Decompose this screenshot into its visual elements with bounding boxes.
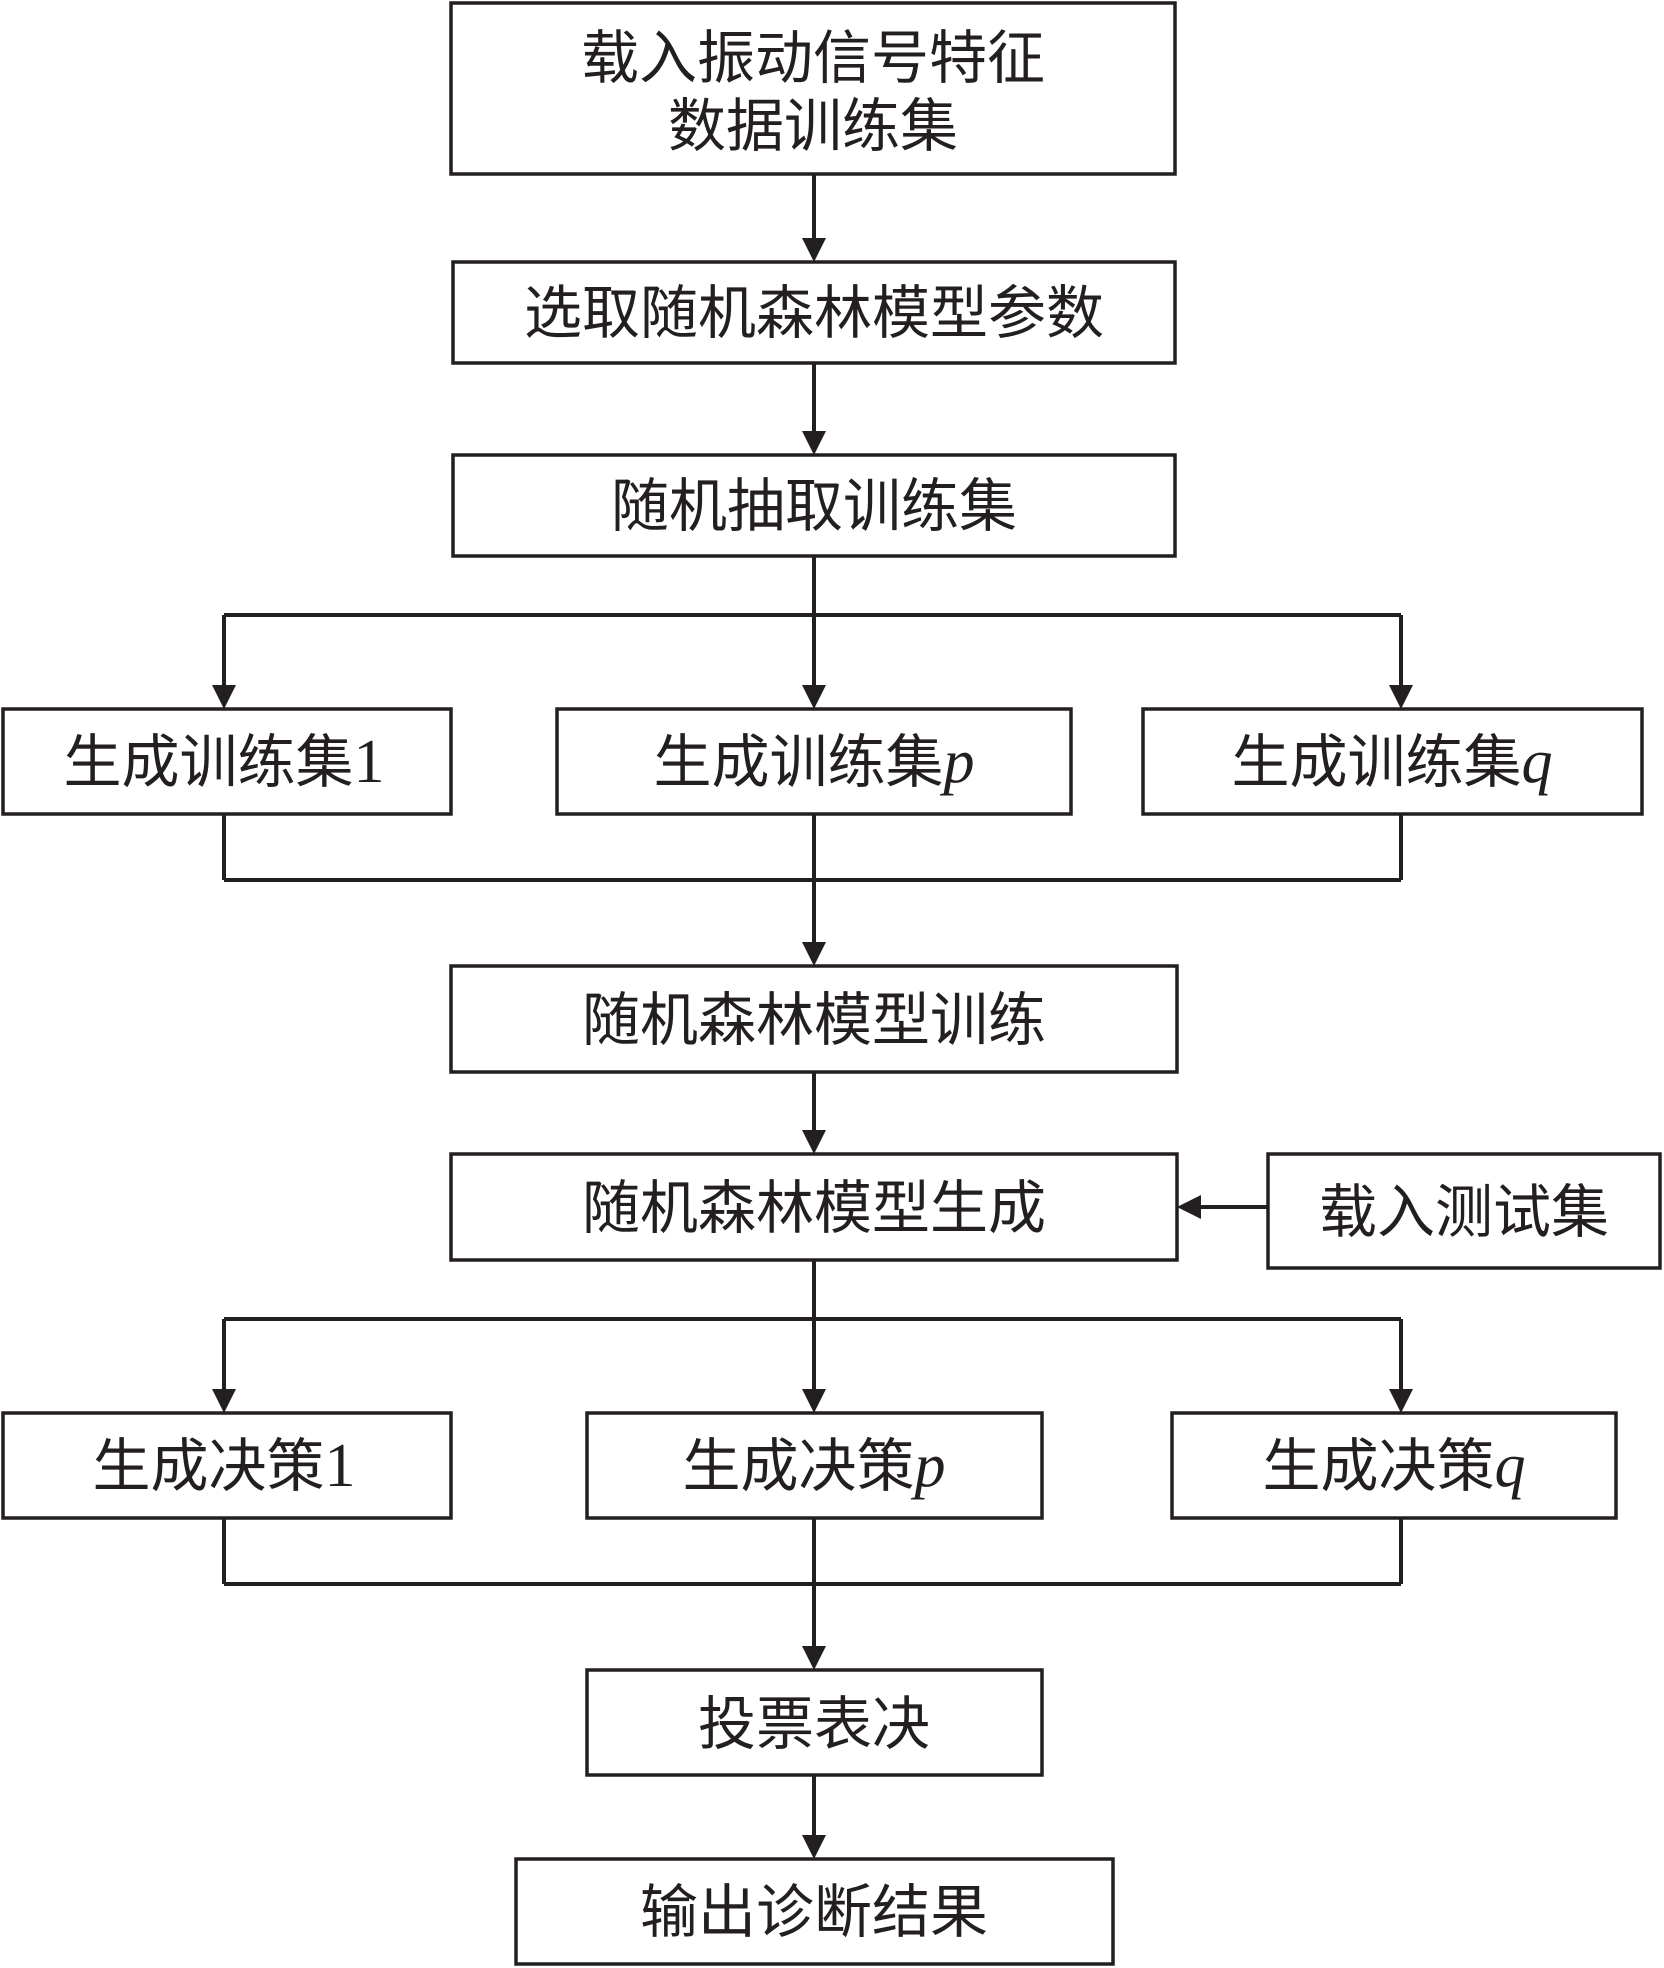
node-load-training-set-line1: 载入振动信号特征 xyxy=(581,24,1045,92)
node-select-model-params-label: 选取随机森林模型参数 xyxy=(524,279,1104,347)
node-generate-decision-q-label: 生成决策q xyxy=(1262,1432,1525,1500)
node-generate-training-set-p-label: 生成训练集p xyxy=(653,728,974,796)
arrowhead-train-1 xyxy=(212,685,236,709)
node-output-diagnosis: 输出诊断结果 xyxy=(514,1857,1115,1966)
node-vote: 投票表决 xyxy=(585,1668,1044,1777)
node-generate-training-set-q-label: 生成训练集q xyxy=(1231,728,1552,796)
node-generate-decision-q: 生成决策q xyxy=(1170,1411,1618,1520)
node-random-sample-label: 随机抽取训练集 xyxy=(611,472,1017,540)
node-rf-model-generate-label: 随机森林模型生成 xyxy=(582,1174,1046,1242)
node-select-model-params: 选取随机森林模型参数 xyxy=(451,260,1177,365)
node-generate-decision-p-label: 生成决策p xyxy=(682,1432,945,1500)
arrowhead-sample xyxy=(802,431,826,455)
arrowhead-output xyxy=(802,1835,826,1859)
arrowhead-select xyxy=(802,238,826,262)
arrowhead-decision-1 xyxy=(212,1389,236,1413)
node-output-diagnosis-label: 输出诊断结果 xyxy=(640,1878,988,1946)
arrowhead-decision-p xyxy=(802,1389,826,1413)
node-rf-model-training: 随机森林模型训练 xyxy=(449,964,1179,1074)
node-load-test-set-label: 载入测试集 xyxy=(1319,1178,1609,1246)
node-rf-model-training-label: 随机森林模型训练 xyxy=(582,986,1046,1054)
arrowhead-rf-generate xyxy=(802,1130,826,1154)
node-generate-training-set-q: 生成训练集q xyxy=(1141,707,1644,816)
arrowhead-train-p xyxy=(802,685,826,709)
node-generate-training-set-1: 生成训练集1 xyxy=(1,707,453,816)
node-load-test-set: 载入测试集 xyxy=(1266,1152,1662,1270)
arrowhead-vote xyxy=(802,1646,826,1670)
node-generate-training-set-p: 生成训练集p xyxy=(555,707,1073,816)
node-rf-model-generate: 随机森林模型生成 xyxy=(449,1152,1179,1262)
node-random-sample-training-set: 随机抽取训练集 xyxy=(451,453,1177,558)
node-generate-decision-p: 生成决策p xyxy=(585,1411,1044,1520)
node-load-training-set-line2: 数据训练集 xyxy=(668,92,958,160)
arrowhead-train-q xyxy=(1389,685,1413,709)
node-load-training-set: 载入振动信号特征 数据训练集 xyxy=(449,1,1177,176)
node-generate-decision-1-label: 生成决策1 xyxy=(92,1432,355,1500)
node-generate-decision-1: 生成决策1 xyxy=(1,1411,453,1520)
arrowhead-decision-q xyxy=(1389,1389,1413,1413)
node-generate-training-set-1-label: 生成训练集1 xyxy=(63,728,384,796)
arrowhead-rf-training xyxy=(802,942,826,966)
node-vote-label: 投票表决 xyxy=(698,1690,930,1758)
arrowhead-test-in xyxy=(1177,1195,1201,1219)
